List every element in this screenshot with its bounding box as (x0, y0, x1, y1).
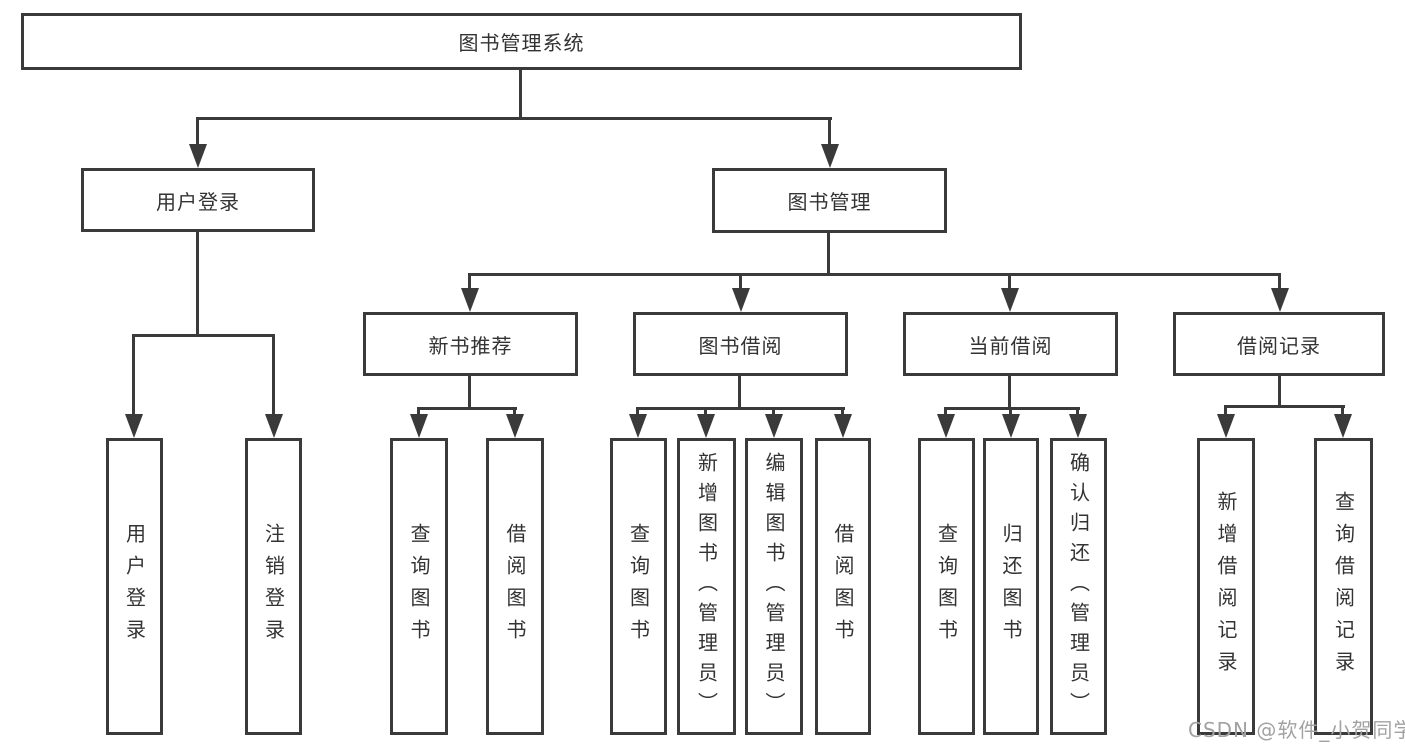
connector-line (1008, 274, 1011, 296)
arrowhead-icon (937, 414, 955, 438)
arrowhead-icon (1069, 414, 1087, 438)
leaf-bb-borrow-book: 借阅图书 (815, 438, 871, 735)
connector-line (1008, 376, 1011, 410)
node-root: 图书管理系统 (21, 13, 1022, 70)
connector-line (1224, 405, 1345, 408)
connector-line (1278, 376, 1281, 408)
node-new-book-recommend: 新书推荐 (363, 312, 578, 376)
connector-line (739, 274, 742, 296)
connector-line (944, 407, 1080, 410)
arrowhead-icon (1271, 288, 1289, 312)
leaf-br-add-record: 新增借阅记录 (1197, 438, 1255, 735)
leaf-bb-edit-book: 编辑图书（管理员） (745, 438, 803, 735)
connector-line (519, 70, 522, 119)
leaf-bb-add-book: 新增图书（管理员） (677, 438, 736, 735)
arrowhead-icon (697, 414, 715, 438)
leaf-cb-query-book: 查询图书 (918, 438, 975, 735)
arrowhead-icon (461, 288, 479, 312)
node-book-management: 图书管理 (712, 168, 947, 233)
connector-line (468, 274, 471, 296)
connector-line (827, 233, 830, 276)
arrowhead-icon (189, 144, 207, 168)
arrowhead-icon (1001, 288, 1019, 312)
connector-line (828, 118, 831, 152)
leaf-nbr-query-book: 查询图书 (390, 438, 448, 735)
connector-line (1278, 274, 1281, 296)
arrowhead-icon (1217, 414, 1235, 438)
csdn-watermark: CSDN @软件_小贺同学 (1188, 718, 1405, 742)
arrowhead-icon (629, 414, 647, 438)
connector-line (196, 118, 199, 152)
node-current-borrow: 当前借阅 (903, 312, 1118, 376)
leaf-user-login: 用户登录 (106, 438, 163, 735)
leaf-bb-query-book: 查询图书 (610, 438, 667, 735)
node-user-login: 用户登录 (81, 168, 315, 232)
leaf-br-query-record: 查询借阅记录 (1314, 438, 1373, 735)
leaf-cb-return-book: 归还图书 (983, 438, 1039, 735)
leaf-nbr-borrow-book: 借阅图书 (486, 438, 544, 735)
node-borrow-record: 借阅记录 (1173, 312, 1385, 376)
arrowhead-icon (125, 414, 143, 438)
arrowhead-icon (410, 414, 428, 438)
node-book-borrow: 图书借阅 (633, 312, 848, 376)
arrowhead-icon (834, 414, 852, 438)
connector-line (196, 232, 199, 337)
connector-line (132, 334, 275, 337)
arrowhead-icon (506, 414, 524, 438)
arrowhead-icon (732, 288, 750, 312)
connector-line (417, 407, 517, 410)
arrowhead-icon (1334, 414, 1352, 438)
connector-line (468, 273, 1281, 276)
connector-line (468, 376, 471, 410)
connector-line (196, 117, 832, 120)
arrowhead-icon (265, 414, 283, 438)
connector-line (132, 335, 135, 422)
arrowhead-icon (1002, 414, 1020, 438)
connector-line (272, 335, 275, 422)
arrowhead-icon (765, 414, 783, 438)
connector-line (738, 376, 741, 410)
leaf-logout-login: 注销登录 (245, 438, 302, 735)
arrowhead-icon (821, 144, 839, 168)
leaf-cb-confirm-return: 确认归还（管理员） (1050, 438, 1107, 735)
